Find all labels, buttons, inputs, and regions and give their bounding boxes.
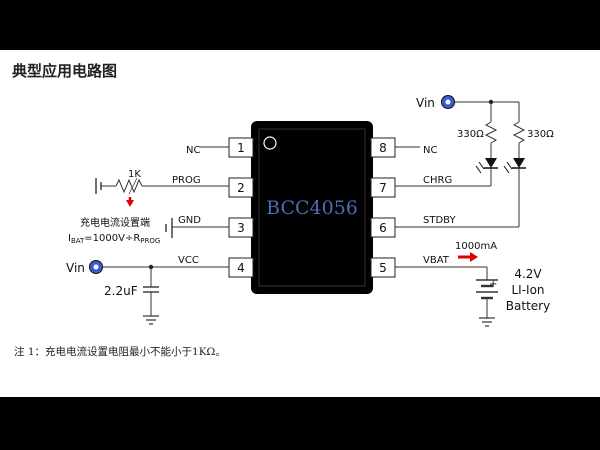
prog-resistor	[115, 178, 143, 194]
led2-icon	[513, 158, 525, 168]
led1-icon	[485, 158, 497, 168]
pin-7-number: 7	[379, 181, 387, 195]
pin-7-box	[370, 177, 396, 198]
pin-4-number: 4	[237, 261, 245, 275]
led2-resistor-label: 330Ω	[527, 129, 554, 140]
led2-ray-1	[506, 161, 513, 170]
vin-top-label: Vin	[416, 96, 435, 110]
formula: IBAT=1000V÷RPROG	[68, 233, 160, 245]
formula-prog: PROG	[140, 237, 160, 245]
prog-red-arrow	[126, 200, 134, 207]
led1-ray-1	[478, 161, 485, 170]
pin-2-box	[228, 177, 254, 198]
formula-i: I	[68, 233, 71, 244]
prog-caption: 充电电流设置端	[80, 216, 150, 229]
vin-top-terminal-dot	[445, 99, 451, 105]
pin-3-number: 3	[237, 221, 245, 235]
pin-8-number: 8	[379, 141, 387, 155]
chip-body	[251, 121, 373, 294]
pin-4-label: VCC	[178, 255, 199, 266]
pin-6-label: STDBY	[423, 215, 456, 226]
pin-5-number: 5	[379, 261, 387, 275]
prog-resistor-arrow-line	[128, 177, 138, 195]
prog-resistor-label: 1K	[128, 169, 141, 180]
pin1-marker	[263, 136, 277, 150]
current-label: 1000mA	[455, 241, 497, 252]
footnote: 注 1：充电电流设置电阻最小不能小于1KΩ。	[14, 346, 226, 358]
pin-5-label: VBAT	[423, 255, 450, 266]
top-letterbox	[0, 0, 600, 50]
chip-inner-frame	[258, 128, 366, 287]
page-title: 典型应用电路图	[12, 62, 118, 80]
pin-2-label: PROG	[172, 175, 201, 186]
vin-left-terminal-dot	[93, 264, 99, 270]
bottom-letterbox	[0, 397, 600, 450]
pin-1-label: NC	[186, 145, 200, 156]
led2-ray-2	[503, 165, 510, 174]
battery-word: Battery	[506, 299, 550, 313]
led1-resistor	[484, 121, 498, 144]
battery-voltage: 4.2V	[514, 267, 542, 281]
led1-resistor-label: 330Ω	[457, 129, 484, 140]
cap-label: 2.2uF	[104, 284, 138, 298]
battery-plus: +	[489, 279, 497, 290]
battery-type: LI-Ion	[511, 283, 544, 297]
pin-2-number: 2	[237, 181, 245, 195]
formula-mid: =1000V÷R	[84, 233, 140, 244]
led2-resistor	[512, 121, 526, 144]
pin-6-number: 6	[379, 221, 387, 235]
chip-name: BCC4056	[266, 197, 358, 219]
current-arrow-head	[470, 252, 478, 262]
pin-7-label: CHRG	[423, 175, 452, 186]
pin-8-label: NC	[423, 145, 437, 156]
led1-ray-2	[475, 165, 482, 174]
pin-1-number: 1	[237, 141, 245, 155]
vin-left-label: Vin	[66, 261, 85, 275]
pin-3-label: GND	[178, 215, 201, 226]
formula-bat: BAT	[71, 237, 85, 245]
